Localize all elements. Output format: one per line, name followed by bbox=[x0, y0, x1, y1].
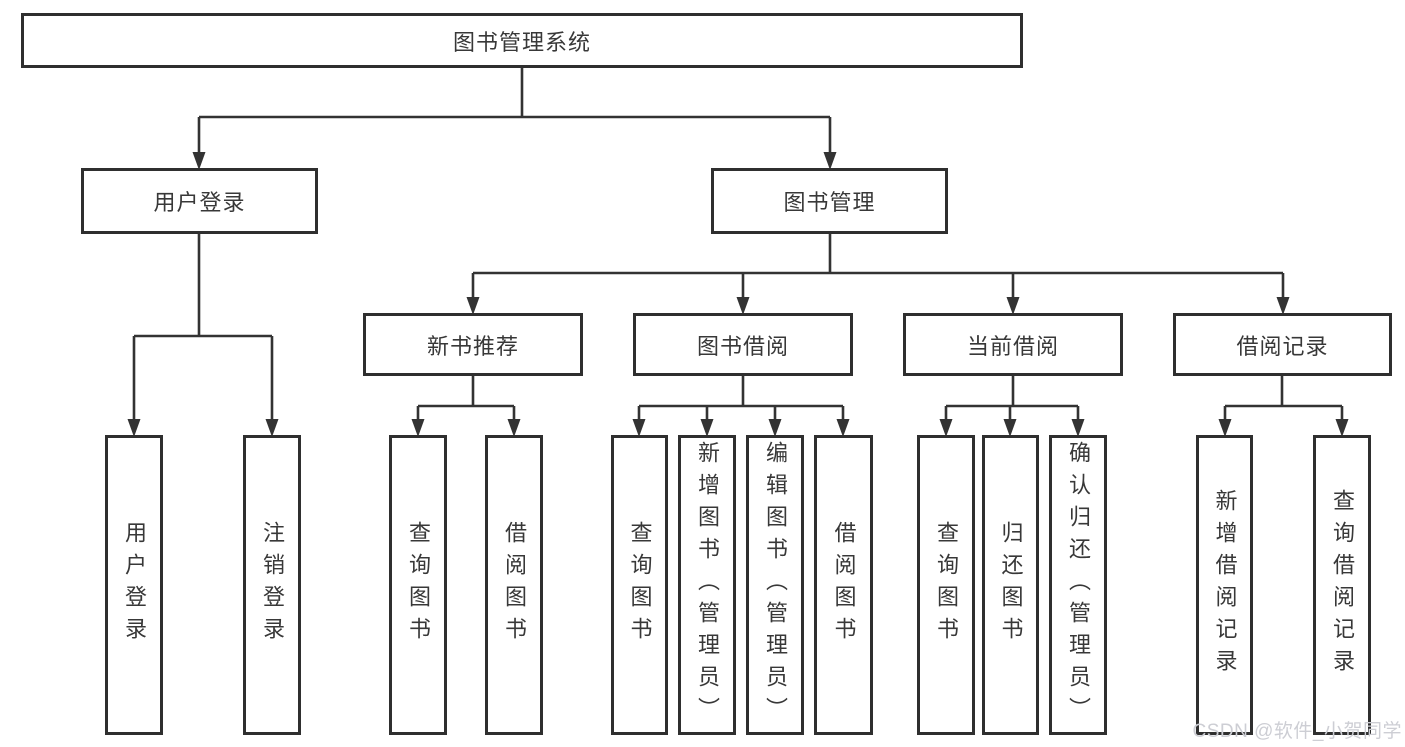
connector-line bbox=[416, 376, 516, 420]
node-label-leaf-query-book-1: 查询图书 bbox=[406, 521, 431, 649]
node-label-leaf-query-book-3: 查询图书 bbox=[934, 521, 959, 649]
node-label-user-login: 用户登录 bbox=[153, 190, 246, 215]
node-label-leaf-user-login: 用户登录 bbox=[122, 521, 147, 649]
node-leaf-query-book-1: 查询图书 bbox=[389, 435, 447, 735]
node-leaf-logout: 注销登录 bbox=[243, 435, 301, 735]
node-label-leaf-query-book-2: 查询图书 bbox=[627, 521, 653, 649]
node-leaf-return-book: 归还图书 bbox=[982, 435, 1039, 735]
node-book-management: 图书管理 bbox=[711, 168, 948, 234]
node-borrowing-records: 借阅记录 bbox=[1173, 313, 1392, 376]
node-label-leaf-return-book: 归还图书 bbox=[998, 521, 1024, 649]
watermark: CSDN @软件_小贺同学 bbox=[1192, 721, 1402, 742]
node-leaf-edit-book: 编辑图书（管理员） bbox=[746, 435, 804, 735]
connector-line bbox=[637, 376, 845, 420]
connector-line bbox=[1223, 376, 1344, 420]
node-label-borrowing-records: 借阅记录 bbox=[1236, 333, 1329, 359]
node-system-root: 图书管理系统 bbox=[21, 13, 1023, 68]
node-leaf-confirm-return: 确认归还（管理员） bbox=[1049, 435, 1107, 735]
node-leaf-borrow-book-1: 借阅图书 bbox=[485, 435, 543, 735]
node-label-leaf-add-book: 新增图书（管理员） bbox=[695, 441, 720, 729]
node-leaf-add-book: 新增图书（管理员） bbox=[678, 435, 736, 735]
connector-line bbox=[132, 234, 274, 420]
connector-line bbox=[197, 68, 832, 153]
node-label-new-book-recommend: 新书推荐 bbox=[426, 333, 519, 359]
node-current-borrowing: 当前借阅 bbox=[903, 313, 1123, 376]
node-label-book-borrowing: 图书借阅 bbox=[696, 333, 789, 359]
node-new-book-recommend: 新书推荐 bbox=[363, 313, 583, 376]
node-label-leaf-borrow-book-1: 借阅图书 bbox=[502, 521, 527, 649]
node-label-leaf-edit-book: 编辑图书（管理员） bbox=[763, 441, 788, 729]
node-leaf-add-record: 新增借阅记录 bbox=[1196, 435, 1253, 735]
node-leaf-query-book-3: 查询图书 bbox=[917, 435, 975, 735]
node-leaf-borrow-book-2: 借阅图书 bbox=[814, 435, 873, 735]
connector-line bbox=[471, 234, 1285, 298]
node-label-leaf-confirm-return: 确认归还（管理员） bbox=[1066, 441, 1091, 729]
node-label-leaf-borrow-book-2: 借阅图书 bbox=[831, 521, 857, 649]
node-leaf-user-login: 用户登录 bbox=[105, 435, 163, 735]
node-label-system-root: 图书管理系统 bbox=[452, 29, 591, 55]
node-leaf-query-book-2: 查询图书 bbox=[611, 435, 668, 735]
connector-line bbox=[944, 376, 1080, 420]
node-book-borrowing: 图书借阅 bbox=[633, 313, 853, 376]
node-label-book-management: 图书管理 bbox=[783, 190, 876, 215]
node-leaf-query-record: 查询借阅记录 bbox=[1313, 435, 1371, 735]
node-label-leaf-query-record: 查询借阅记录 bbox=[1330, 489, 1355, 681]
node-label-leaf-add-record: 新增借阅记录 bbox=[1212, 489, 1238, 681]
node-user-login: 用户登录 bbox=[81, 168, 318, 234]
node-label-current-borrowing: 当前借阅 bbox=[966, 333, 1059, 359]
node-label-leaf-logout: 注销登录 bbox=[260, 521, 285, 649]
